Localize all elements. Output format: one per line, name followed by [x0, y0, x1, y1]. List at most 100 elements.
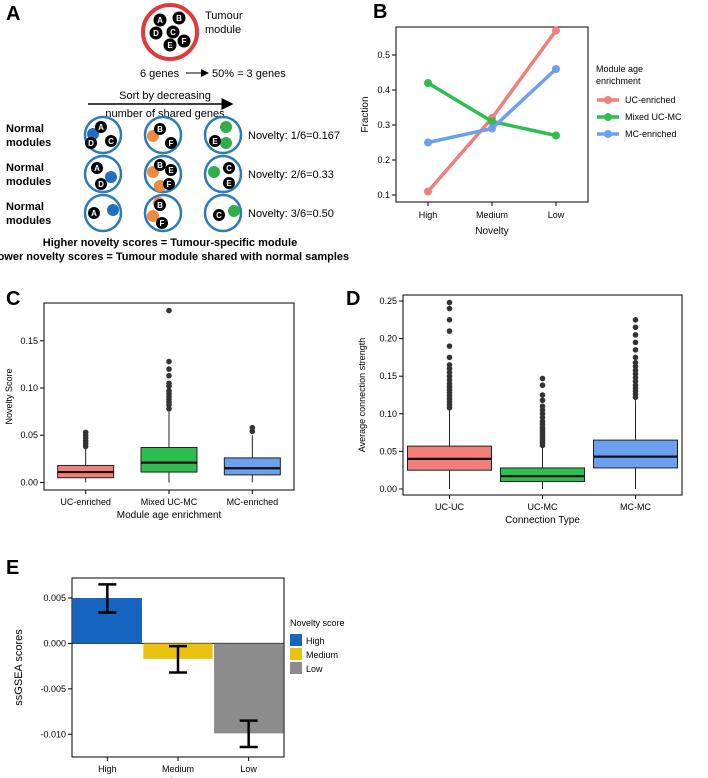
- shared-gene-dot: [85, 137, 97, 149]
- outlier-point: [539, 375, 546, 382]
- legend-label: MC-enriched: [625, 129, 677, 139]
- outlier-point: [446, 299, 453, 306]
- y-tick-label: 0.5: [377, 50, 390, 60]
- panel-letter-a: A: [6, 3, 20, 25]
- series-point: [488, 117, 496, 126]
- unshared-gene-dot: [87, 128, 99, 140]
- y-tick-label: 0.10: [20, 383, 38, 393]
- gene-label: C: [226, 164, 232, 173]
- y-tick-label: 0.005: [43, 593, 66, 603]
- panel-letter-e: E: [6, 557, 19, 579]
- series-point: [552, 65, 560, 73]
- shared-gene-dot: [163, 178, 175, 190]
- shared-gene-dot: [95, 178, 107, 190]
- gene-label: E: [168, 166, 174, 175]
- legend-label: High: [306, 636, 325, 646]
- outlier-point: [166, 380, 172, 387]
- gene-dot: [166, 25, 180, 39]
- panel-letter-b: B: [373, 1, 387, 23]
- outlier-point: [166, 366, 172, 372]
- gene-label: E: [226, 179, 232, 188]
- outlier-point: [446, 343, 453, 349]
- outlier-point: [166, 388, 172, 394]
- outlier-point: [539, 397, 546, 404]
- gene-label: C: [216, 211, 222, 220]
- y-tick-label: 0.15: [379, 371, 397, 381]
- y-axis-label: ssGSEA scores: [13, 629, 25, 706]
- tumour-label-line2: module: [205, 24, 241, 36]
- legend-label: Low: [306, 664, 323, 674]
- panel-letter-d: D: [346, 288, 360, 310]
- unshared-gene-dot: [208, 166, 220, 178]
- conclusion-line1: Higher novelty scores = Tumour-specific …: [43, 237, 297, 249]
- legend-swatch: [290, 662, 302, 674]
- gene-dot: [149, 26, 163, 40]
- gene-label: A: [98, 123, 104, 132]
- shared-gene-dot: [154, 159, 166, 171]
- y-tick-label: 0.10: [379, 409, 397, 419]
- legend-swatch: [290, 634, 302, 646]
- x-tick-label: MC-enriched: [227, 497, 279, 507]
- series-point: [552, 131, 560, 140]
- normal-module-ring: [83, 193, 123, 233]
- gene-label: D: [153, 29, 159, 38]
- gene-dot: [163, 38, 177, 52]
- x-tick-label: UC-MC: [528, 502, 558, 512]
- shared-gene-dot: [91, 162, 103, 174]
- series-point: [488, 124, 496, 133]
- outlier-point: [539, 382, 546, 389]
- gene-dot: [177, 34, 191, 48]
- novelty-text: Novelty: 2/6=0.33: [248, 169, 334, 181]
- y-tick-label: 0.2: [377, 155, 390, 165]
- series-point: [552, 26, 560, 35]
- x-tick-label: Medium: [162, 764, 194, 774]
- series-point: [424, 187, 432, 196]
- gene-label: C: [108, 137, 114, 146]
- unshared-gene-dot: [220, 121, 232, 133]
- y-tick-label: 0.3: [377, 120, 390, 130]
- y-tick-label: 0.000: [43, 638, 66, 648]
- y-axis-label: Fraction: [360, 96, 371, 132]
- y-tick-label: 0.25: [379, 296, 397, 306]
- gene-label: D: [88, 139, 94, 148]
- y-tick-label: 0.05: [379, 446, 397, 456]
- y-tick-label: 0.00: [379, 484, 397, 494]
- gene-dot: [153, 13, 167, 27]
- outlier-point: [249, 424, 256, 431]
- shared-gene-dot: [154, 199, 166, 211]
- x-axis-label: Module age enrichment: [117, 510, 222, 521]
- gene-label: E: [167, 41, 173, 50]
- outlier-point: [446, 362, 453, 368]
- outlier-point: [82, 429, 89, 436]
- outlier-point: [446, 317, 453, 323]
- normal-modules-label: modules: [6, 215, 51, 227]
- gene-label: B: [176, 14, 182, 23]
- legend-swatch-point: [604, 113, 612, 121]
- box: [140, 447, 198, 473]
- gene-label: A: [157, 16, 163, 25]
- tumour-label-line1: Tumour: [205, 10, 243, 22]
- outlier-point: [539, 403, 546, 410]
- unshared-gene-dot: [105, 171, 117, 183]
- outlier-point: [166, 372, 172, 379]
- outlier-point: [632, 332, 639, 338]
- y-tick-label: 0.4: [377, 85, 390, 95]
- outlier-point: [166, 358, 172, 365]
- legend-title: Module age: [596, 64, 643, 74]
- shared-gene-dot: [88, 207, 100, 219]
- normal-modules-label: modules: [6, 137, 51, 149]
- shared-gene-dot: [165, 137, 177, 149]
- shared-gene-dot: [213, 209, 225, 221]
- unshared-gene-dot: [107, 204, 119, 216]
- gene-label: A: [94, 164, 100, 173]
- unshared-gene-dot: [228, 205, 240, 217]
- chart-e: 0.0050.000-0.005-0.010HighMediumLowNovel…: [13, 577, 345, 778]
- outlier-point: [632, 339, 639, 346]
